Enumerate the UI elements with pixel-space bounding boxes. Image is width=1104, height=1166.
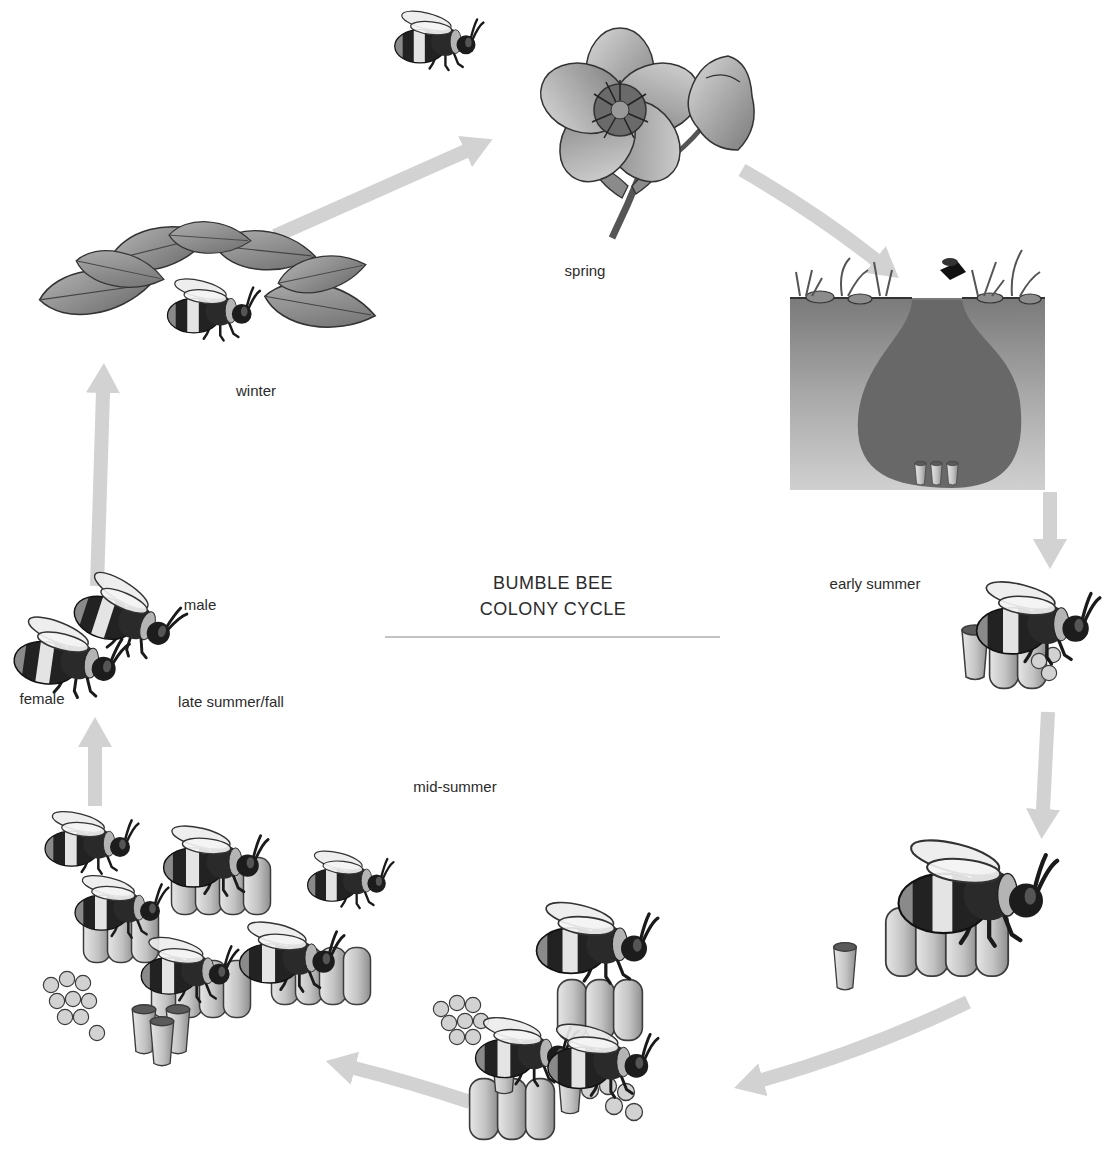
sex-label: female xyxy=(19,690,64,707)
mid-summer-colony xyxy=(433,897,658,1139)
mating-bees xyxy=(6,562,193,706)
growing-nest xyxy=(834,833,1057,990)
season-label: mid-summer xyxy=(413,778,496,795)
winter-leaves xyxy=(37,216,379,342)
underground-nest xyxy=(790,250,1045,490)
title-rule xyxy=(385,637,720,638)
season-label: late summer/fall xyxy=(178,693,284,710)
season-label: spring xyxy=(565,262,606,279)
founding-queen xyxy=(962,576,1100,688)
cycle-arrows xyxy=(95,151,1050,1102)
season-label: winter xyxy=(236,382,276,399)
diagram-title: BUMBLE BEE COLONY CYCLE xyxy=(473,570,633,622)
season-label: early summer xyxy=(830,575,921,592)
spring-flower xyxy=(392,7,755,238)
late-summer-colony xyxy=(42,807,394,1065)
sex-label: male xyxy=(184,596,217,613)
